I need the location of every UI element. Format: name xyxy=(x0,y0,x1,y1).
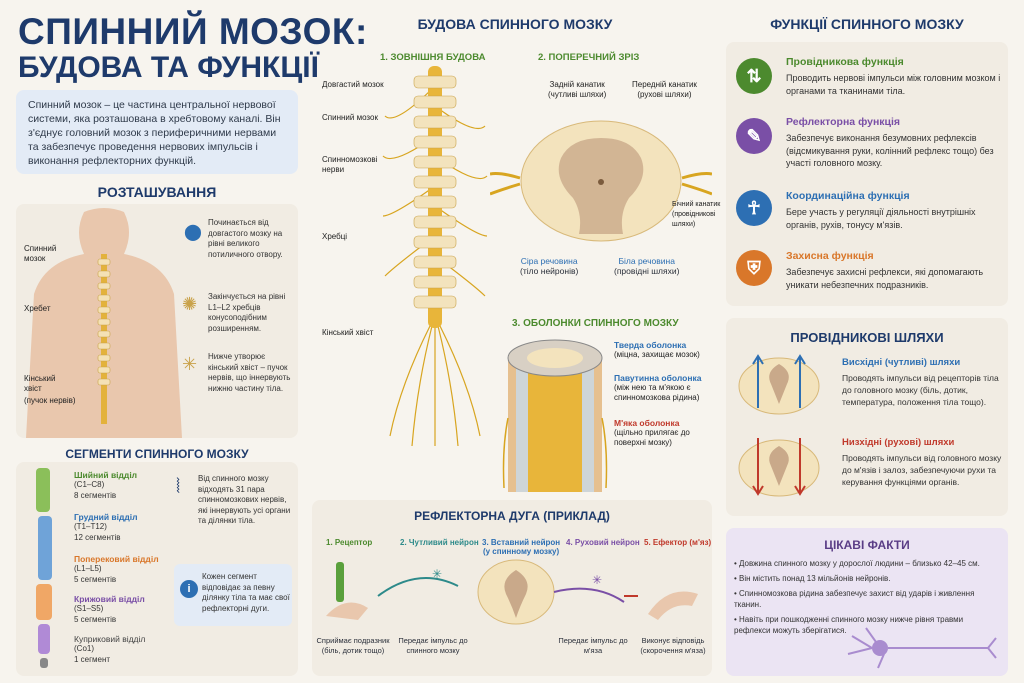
structure-title: БУДОВА СПИННОГО МОЗКУ xyxy=(417,16,613,32)
cross-section-illustration xyxy=(490,120,712,242)
fact-item: • Він містить понад 13 мільйонів нейроні… xyxy=(734,574,891,583)
reflex-desc-5: Виконує відповідь (скорочення м'яза) xyxy=(640,636,706,655)
reflex-desc-2: Передає імпульс до спинного мозку xyxy=(398,636,468,655)
cross-label-white: Біла речовина(провідні шляхи) xyxy=(614,256,680,276)
loc-item-1: Починається від довгастого мозку на рівн… xyxy=(208,218,283,259)
label-spine: Хребет xyxy=(24,304,51,313)
location-title: РОЗТАШУВАННЯ xyxy=(97,184,217,200)
back-illustration xyxy=(26,208,182,438)
segments-title: СЕГМЕНТИ СПИННОГО МОЗКУ xyxy=(65,447,249,461)
label-cord: Спинний мозок xyxy=(24,244,57,263)
meninges-dura: Тверда оболонка(міцна, захищає мозок) xyxy=(614,340,700,359)
pin-icon: ⬤ xyxy=(184,224,202,241)
cross-title: 2. ПОПЕРЕЧНИЙ ЗРІЗ xyxy=(538,52,640,63)
reflex-step-3: 3. Вставний нейрон(у спинному мозку) xyxy=(482,538,561,556)
ext-label-tail: Кінський хвіст xyxy=(322,328,374,337)
pathways-illustration xyxy=(738,354,820,497)
page-title: СПИННИЙ МОЗОК: xyxy=(18,11,368,52)
fn-conductive-text: Проводить нервові імпульси між головним … xyxy=(786,73,1001,96)
ext-label-nerves: Спинномозкові нерви xyxy=(322,155,378,174)
label-tail: Кінський хвіст xyxy=(24,374,56,393)
fn-coord-text: Бере участь у регуляції діяльності внутр… xyxy=(786,207,976,230)
fact-item: • Навіть при пошкодженні спинного мозку … xyxy=(734,615,964,635)
segments-panel: Шийний відділ (C1–C8) 8 сегментів Грудни… xyxy=(16,462,298,676)
meninges-pia: М'яка оболонка(щільно прилягає до поверх… xyxy=(614,418,690,447)
reflex-step-2: 2. Чутливий нейрон xyxy=(400,538,479,547)
pathways-title: ПРОВІДНИКОВІ ШЛЯХИ xyxy=(790,330,944,345)
facts-panel xyxy=(726,528,1008,676)
ext-label-cord: Спинний мозок xyxy=(322,113,378,122)
person-icon: ☥ xyxy=(736,190,772,226)
functions-title: ФУНКЦІЇ СПИННОГО МОЗКУ xyxy=(770,16,964,32)
reflex-desc-4: Передає імпульс до м'яза xyxy=(558,636,628,655)
cross-label-grey: Сіра речовина(тіло нейронів) xyxy=(520,256,579,276)
neuron-illustration xyxy=(847,627,997,669)
segment-lumbar: Поперековий відділ (L1–L5) 5 сегментів xyxy=(74,554,159,584)
path-descending-text: Проводять імпульси від головного мозку д… xyxy=(842,453,1002,487)
arrows-icon: ⇅ xyxy=(736,58,772,94)
cross-label-posterior: Задній канатик(чутливі шляхи) xyxy=(548,80,607,99)
segments-note-2: Кожен сегмент відповідає за певну ділянк… xyxy=(202,572,290,613)
info-icon: i xyxy=(180,580,198,598)
fn-protect-name: Захисна функція xyxy=(786,250,874,262)
reflex-step-1: 1. Рецептор xyxy=(326,538,373,547)
location-panel: Спинний мозок Хребет Кінський хвіст (пуч… xyxy=(16,204,298,438)
loc-item-2: Закінчується на рівні L1–L2 хребців кону… xyxy=(208,292,286,333)
fn-reflex-text: Забезпечує виконання безумовних рефлексі… xyxy=(786,133,994,168)
external-title: 1. ЗОВНІШНЯ БУДОВА xyxy=(380,52,486,63)
svg-text:✳: ✳ xyxy=(592,573,602,587)
fn-reflex-name: Рефлекторна функція xyxy=(786,116,901,128)
path-ascending-text: Проводять імпульси від рецепторів тіла д… xyxy=(842,373,999,407)
facts-title: ЦІКАВІ ФАКТИ xyxy=(824,538,910,552)
path-ascending-name: Висхідні (чутливі) шляхи xyxy=(842,357,961,368)
reflex-step-5: 5. Ефектор (м'яз) xyxy=(644,538,712,547)
facts-list: • Довжина спинного мозку у дорослої люди… xyxy=(734,558,1000,636)
reflex-hammer-icon: ✎ xyxy=(736,118,772,154)
spine-icon: ⦚ xyxy=(176,476,181,498)
nerve-icon: ✳ xyxy=(182,354,198,374)
ext-label-vertebrae: Хребці xyxy=(322,232,348,241)
loc-item-3: Нижче утворює кінський хвіст – пучок нер… xyxy=(208,352,291,393)
spinal-cord-illustration xyxy=(382,66,488,447)
path-descending-name: Низхідні (рухові) шляхи xyxy=(842,437,955,448)
spine-segments-illustration xyxy=(36,468,52,668)
label-tail2: (пучок нервів) xyxy=(24,396,76,405)
segment-thoracic: Грудний відділ (T1–T12) 12 сегментів xyxy=(74,512,138,542)
shield-icon: ⛨ xyxy=(736,250,772,286)
fn-protect-text: Забезпечує захисні рефлекси, які допомаг… xyxy=(786,267,984,290)
page-subtitle: БУДОВА ТА ФУНКЦІЇ xyxy=(18,51,319,84)
meninges-illustration xyxy=(502,339,608,492)
meninges-arachnoid: Павутинна оболонка(між нею та м'якою є с… xyxy=(614,373,702,402)
segment-cervical: Шийний відділ (C1–C8) 8 сегментів xyxy=(74,470,138,500)
reflex-title: РЕФЛЕКТОРНА ДУГА (ПРИКЛАД) xyxy=(414,509,610,523)
cross-label-lateral: Бічний канатик(провідникові шляхи) xyxy=(672,201,721,228)
reflex-desc-1: Сприймає подразник (біль, дотик тощо) xyxy=(316,636,390,655)
vertebra-icon: ✺ xyxy=(182,294,198,314)
ext-label-medulla: Довгастий мозок xyxy=(322,80,384,89)
segment-coccygeal: Куприковий відділ (Co1) 1 сегмент xyxy=(74,634,146,664)
svg-text:✳: ✳ xyxy=(432,567,442,581)
cross-label-anterior: Передній канатик(рухові шляхи) xyxy=(632,80,697,99)
fn-coord-name: Координаційна функція xyxy=(786,190,910,202)
fact-item: • Спинномозкова рідина забезпечує захист… xyxy=(734,589,975,609)
reflex-arc-illustration: ✳ ✳ xyxy=(326,559,698,625)
segment-sacral: Крижовий відділ (S1–S5) 5 сегментів xyxy=(74,594,145,624)
fn-conductive-name: Провідникова функція xyxy=(786,56,904,68)
reflex-step-4: 4. Руховий нейрон xyxy=(566,538,640,547)
segments-note-1: Від спинного мозку відходять 31 пара спи… xyxy=(198,474,291,525)
meninges-title: 3. ОБОЛОНКИ СПИННОГО МОЗКУ xyxy=(512,318,679,329)
fact-item: • Довжина спинного мозку у дорослої люди… xyxy=(734,559,980,568)
intro-box: Спинний мозок – це частина центральної н… xyxy=(16,90,298,174)
functions-panel xyxy=(726,42,1008,306)
